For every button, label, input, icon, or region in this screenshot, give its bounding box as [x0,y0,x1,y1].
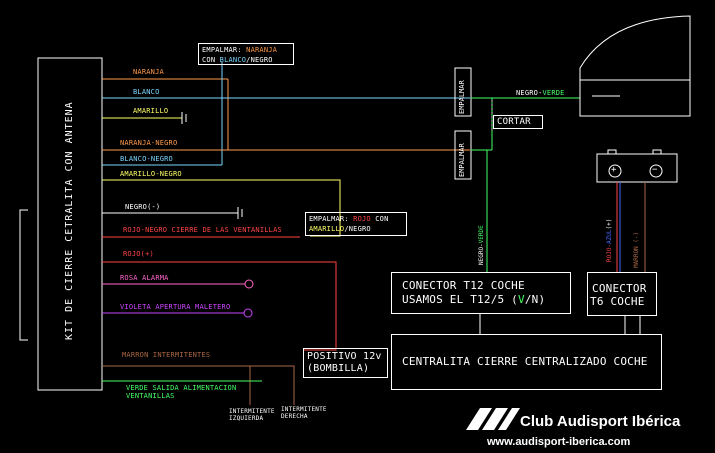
positivo-line1: POSITIVO 12v [307,351,382,362]
battery-box [596,153,678,183]
connector-t6-line1: CONECTOR [592,282,647,295]
violeta-terminal [243,308,253,318]
battery-terminal-l [607,149,617,155]
wire-amarillo-negro [102,179,341,237]
connector-t12-line2: USAMOS EL T12/5 (V/N) [402,293,546,306]
battery-minus-circle [649,164,663,178]
cortar-label: CORTAR [497,117,531,127]
cortar-box [493,115,543,129]
empalmar-box-1 [454,67,472,117]
negro-verde-top-label: NEGRO-VERDE [516,89,565,97]
wire-label-rosa: ROSA ALARMA [120,274,169,282]
centralita-label: CENTRALITA CIERRE CENTRALIZADO COCHE [402,355,648,368]
positivo-box [303,348,388,378]
marron-vert-label: MARRON (-) [633,231,640,268]
wire-label-blanco: BLANCO [133,88,160,96]
wire-label-naranja-negro: NARANJA-NEGRO [120,139,178,147]
connector-t6-line2: T6 COCHE [590,295,645,308]
empalmar-note-1 [198,43,294,65]
brand-logo-stripe-3 [498,408,520,430]
connector-t6-box [587,272,657,316]
wire-label-negro: NEGRO(-) [125,203,161,211]
wire-label-marron: MARRON INTERMITENTES [122,351,211,359]
wire-label-rojo: ROJO(+) [123,250,154,258]
empalmar-note-2 [305,212,407,236]
negro-verde-vert-label: NEGRO-VERDE [478,225,485,265]
wire-marron-2 [250,365,295,405]
empalmar-box-2 [454,130,472,180]
battery-minus: − [652,165,658,175]
empalmar-vert-1: EMPALMAR [458,80,466,114]
connector-t12-line1: CONECTOR T12 COCHE [402,279,525,292]
wire-label-blanco-negro: BLANCO-NEGRO [120,155,173,163]
brand-logo-stripe-2 [482,408,508,430]
antenna-bracket [19,209,28,341]
empalmar-note-1-text: EMPALMAR: NARANJA CON BLANCO/NEGRO [202,46,278,64]
empalmar-vert-2: EMPALMAR [458,143,466,177]
centralita-box [391,334,662,390]
empalmar-note-2-text: EMPALMAR: ROJO CON AMARILLO/NEGRO [309,215,389,233]
rojo-azul-vert-label: ROJO-AZUL(+) [606,218,613,262]
battery-plus: + [611,165,617,175]
wire-label-rojo-negro: ROJO-NEGRO CIERRE DE LAS VENTANILLAS [123,226,282,234]
battery-plus-circle [608,164,622,178]
brand-name: Club Audisport Ibérica [520,413,681,430]
positivo-line2: (BOMBILLA) [307,363,370,374]
brand-url[interactable]: www.audisport-iberica.com [487,436,631,448]
rosa-terminal [244,279,254,289]
wire-rojo [102,261,337,351]
connector-t12-box [391,272,571,314]
brand-logo-stripe-1 [466,408,492,430]
wire-label-amarillo-negro: AMARILLO-NEGRO [120,170,182,178]
kit-title: KIT DE CIERRE CETRALITA CON ANTENA [64,101,75,340]
door-outline [579,15,691,117]
wire-label-violeta: VIOLETA APERTURA MALETERO [120,303,231,311]
wire-label-amarillo: AMARILLO [133,107,169,115]
kit-box [37,57,103,391]
wire-label-naranja: NARANJA [133,68,164,76]
battery-terminal-r [652,149,662,155]
